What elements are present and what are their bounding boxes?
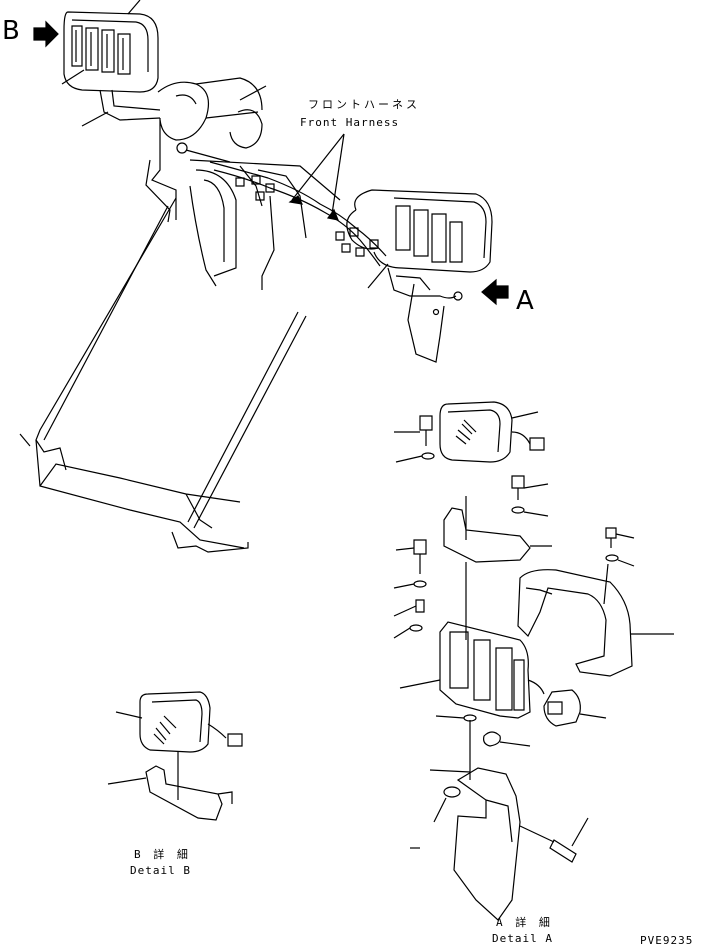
view-b-arrow xyxy=(34,22,58,46)
detail-a-hardware xyxy=(394,416,634,638)
drawing-code: PVE9235 xyxy=(640,934,694,947)
detail-a-lamp xyxy=(440,402,544,462)
detail-a-washer xyxy=(444,787,460,797)
detail-a-lower-bracket xyxy=(454,768,520,920)
detail-b-jp-title: B 詳 細 xyxy=(134,848,191,861)
main-assembly xyxy=(20,0,508,552)
right-work-lamp xyxy=(347,190,492,362)
front-harness-label: Front Harness xyxy=(300,116,400,129)
view-a-label: A xyxy=(516,286,534,316)
front-harness xyxy=(210,134,386,266)
detail-a-jp-title: A 詳 細 xyxy=(496,916,553,929)
cab-frame xyxy=(20,160,340,552)
detail-a-assembly xyxy=(394,402,674,920)
detail-a-title: Detail A xyxy=(492,932,553,945)
detail-b-lamp xyxy=(140,692,210,752)
detail-b-bracket xyxy=(146,766,222,820)
detail-b-title: Detail B xyxy=(130,864,191,877)
view-a-arrow xyxy=(482,280,508,304)
detail-a-lamp-guard xyxy=(518,570,632,676)
detail-a-bolt xyxy=(550,840,576,862)
detail-a-rubber-mount xyxy=(484,732,501,746)
left-mount-bracket xyxy=(146,78,266,222)
front-harness-jp-label: フロントハーネス xyxy=(308,98,420,111)
detail-a-frame-lamp xyxy=(400,622,606,726)
left-work-lamp xyxy=(62,0,160,126)
view-b-label: B xyxy=(2,16,20,46)
detail-a-upper-bracket xyxy=(444,508,530,562)
detail-b-assembly xyxy=(108,692,242,820)
